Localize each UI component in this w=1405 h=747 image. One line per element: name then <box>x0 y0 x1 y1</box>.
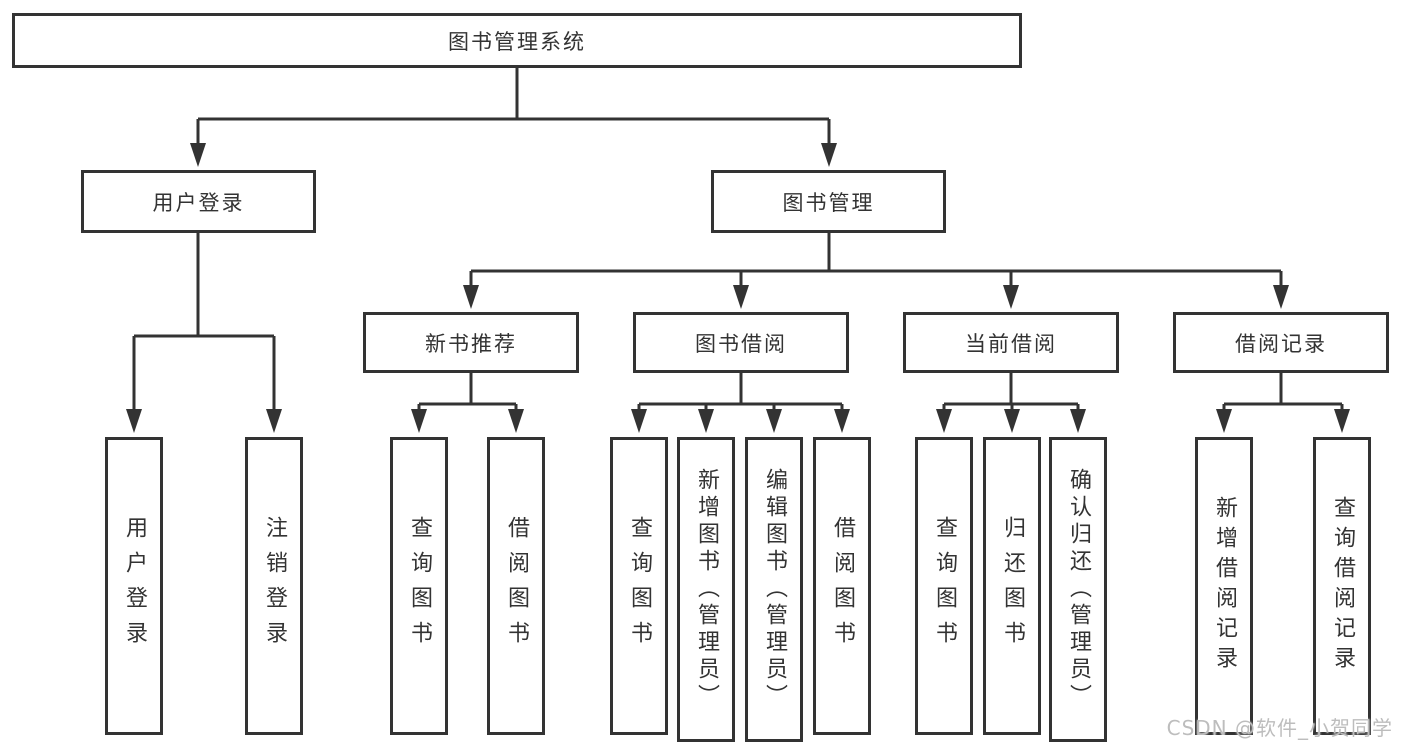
leaf-return-book-label: 归还图书 <box>1000 516 1025 656</box>
leaf-logout-label: 注销登录 <box>262 516 287 656</box>
arrowhead-icon <box>126 409 142 433</box>
leaf-logout: 注销登录 <box>245 437 303 735</box>
leaf-user-login-label: 用户登录 <box>122 516 147 656</box>
arrowhead-icon <box>508 409 524 433</box>
leaf-query-book-1-label: 查询图书 <box>407 516 432 656</box>
connector-newbookrec-to-leaves <box>417 373 518 413</box>
leaf-query-borrow-record: 查询借阅记录 <box>1313 437 1371 735</box>
arrowhead-icon <box>1070 409 1086 433</box>
connector-currentborrow-to-leaves <box>942 373 1080 413</box>
leaf-borrow-book-2: 借阅图书 <box>813 437 871 735</box>
arrowhead-icon <box>936 409 952 433</box>
leaf-borrow-book-1: 借阅图书 <box>487 437 545 735</box>
arrowhead-icon <box>266 409 282 433</box>
arrowhead-icon <box>821 143 837 167</box>
leaf-query-book-2-label: 查询图书 <box>627 516 652 656</box>
arrowhead-icon <box>1004 409 1020 433</box>
node-current-borrow: 当前借阅 <box>903 312 1119 373</box>
leaf-query-book-2: 查询图书 <box>610 437 668 735</box>
arrowhead-icon <box>834 409 850 433</box>
connector-bookborrow-to-leaves <box>637 373 844 413</box>
arrowhead-icon <box>1273 285 1289 309</box>
arrowhead-icon <box>733 285 749 309</box>
arrowhead-icon <box>1003 285 1019 309</box>
leaf-query-book-1: 查询图书 <box>390 437 448 735</box>
connector-borrowrecord-to-leaves <box>1222 373 1344 413</box>
arrowhead-icon <box>411 409 427 433</box>
arrowhead-icon <box>1216 409 1232 433</box>
node-new-book-recommend: 新书推荐 <box>363 312 579 373</box>
leaf-borrow-book-1-label: 借阅图书 <box>504 516 529 656</box>
leaf-query-book-3: 查询图书 <box>915 437 973 735</box>
leaf-add-book-admin: 新增图书（管理员） <box>677 437 735 742</box>
arrowhead-icon <box>766 409 782 433</box>
connector-bookmgmt-to-level3 <box>469 233 1283 289</box>
leaf-return-book: 归还图书 <box>983 437 1041 735</box>
leaf-add-borrow-record: 新增借阅记录 <box>1195 437 1253 735</box>
connector-root-to-level2 <box>196 68 831 147</box>
leaf-user-login: 用户登录 <box>105 437 163 735</box>
arrowhead-icon <box>190 143 206 167</box>
node-borrow-record: 借阅记录 <box>1173 312 1389 373</box>
leaf-query-borrow-record-label: 查询借阅记录 <box>1330 496 1355 676</box>
csdn-watermark: CSDN @软件_小贺同学 <box>1166 716 1393 740</box>
leaf-edit-book-admin: 编辑图书（管理员） <box>745 437 803 742</box>
arrowhead-icon <box>1334 409 1350 433</box>
connector-userlogin-to-leaves <box>132 233 276 413</box>
leaf-add-borrow-record-label: 新增借阅记录 <box>1212 496 1237 676</box>
arrowhead-icon <box>631 409 647 433</box>
node-book-borrow: 图书借阅 <box>633 312 849 373</box>
leaf-borrow-book-2-label: 借阅图书 <box>830 516 855 656</box>
node-root-system: 图书管理系统 <box>12 13 1022 68</box>
node-user-login: 用户登录 <box>81 170 316 233</box>
leaf-edit-book-admin-label: 编辑图书（管理员） <box>762 468 787 711</box>
leaf-add-book-admin-label: 新增图书（管理员） <box>694 468 719 711</box>
arrowhead-icon <box>463 285 479 309</box>
leaf-confirm-return-admin: 确认归还（管理员） <box>1049 437 1107 742</box>
arrowhead-icon <box>698 409 714 433</box>
node-book-management: 图书管理 <box>711 170 946 233</box>
leaf-confirm-return-admin-label: 确认归还（管理员） <box>1066 468 1091 711</box>
leaf-query-book-3-label: 查询图书 <box>932 516 957 656</box>
